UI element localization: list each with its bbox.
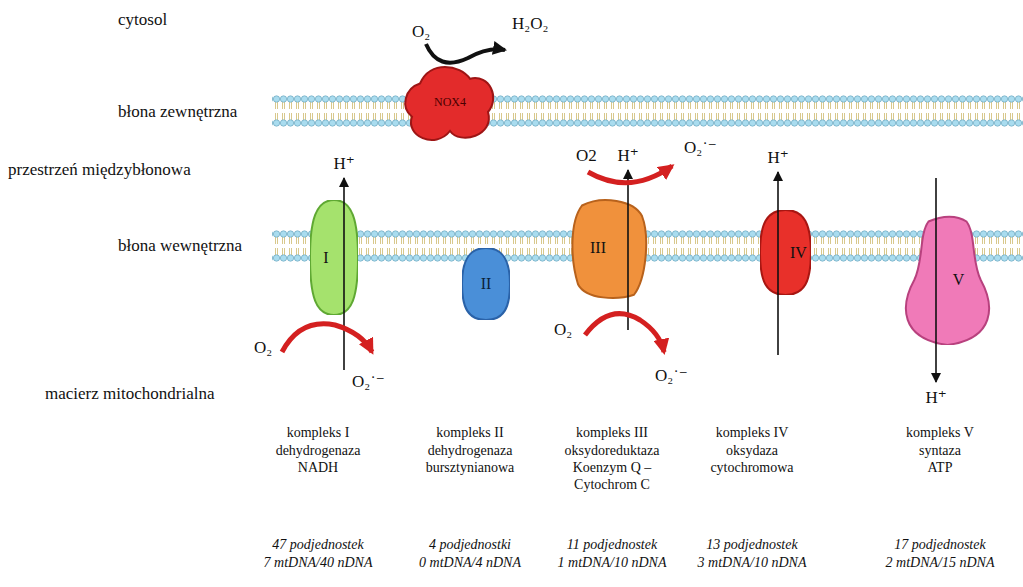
genome-origin: 2 mtDNA/15 nDNA: [875, 555, 1005, 572]
nox4-enzyme: NOX4: [400, 55, 500, 150]
protein-shape: [900, 215, 995, 345]
subunit-count: 47 podjednostek: [253, 537, 383, 554]
superoxide-arrow: [588, 166, 672, 183]
complex-v: V: [900, 215, 995, 345]
molecule-label: O₂: [554, 320, 572, 340]
protein-label: II: [481, 275, 492, 293]
complex-name: syntaza ATP: [909, 443, 971, 477]
proton-arrow: [343, 178, 345, 370]
proton-label: H⁺: [921, 388, 951, 408]
genome-origin: 3 mtDNA/10 nDNA: [687, 555, 817, 572]
protein-label: V: [953, 271, 965, 289]
protein-label: NOX4: [434, 95, 466, 110]
compartment-label: przestrzeń międzybłonowa: [8, 160, 191, 180]
compartment-label: cytosol: [118, 10, 167, 30]
molecule-label: H₂O₂: [512, 14, 548, 34]
superoxide-arrow: [282, 324, 372, 352]
complex-name: dehydrogenaza bursztynianowa: [414, 443, 526, 477]
proton-arrow: [777, 172, 779, 355]
subunit-count: 4 podjednostki: [405, 537, 535, 554]
proton-arrow: [935, 178, 937, 382]
complex-number: kompleks IV: [687, 425, 817, 442]
proton-label: H⁺: [329, 154, 359, 174]
complex-number: kompleks V: [875, 425, 1005, 442]
genome-origin: 0 mtDNA/4 nDNA: [405, 555, 535, 572]
complex-iii: III: [570, 195, 650, 300]
inner-membrane: [272, 230, 1023, 262]
complex-name: oksydoreduktaza Koenzym Q – Cytochrom C: [556, 443, 668, 493]
molecule-label: O₂˙⁻: [352, 372, 385, 392]
proton-arrow: [627, 170, 629, 330]
subunit-count: 13 podjednostek: [687, 537, 817, 554]
compartment-label: błona wewnętrzna: [118, 236, 242, 256]
complex-ii: II: [462, 248, 510, 320]
protein-label: III: [590, 239, 606, 257]
molecule-label: O2: [576, 146, 597, 166]
molecule-label: O₂: [412, 22, 430, 42]
subunit-count: 11 podjednostek: [547, 537, 677, 554]
complex-number: kompleks I: [253, 425, 383, 442]
complex-number: kompleks III: [547, 425, 677, 442]
superoxide-arrow: [585, 314, 664, 352]
genome-origin: 1 mtDNA/10 nDNA: [547, 555, 677, 572]
molecule-label: O₂˙⁻: [684, 138, 717, 158]
proton-label: H⁺: [613, 146, 643, 166]
compartment-label: macierz mitochondrialna: [45, 384, 214, 404]
nox4-arrow: [426, 44, 505, 63]
complex-i: I: [310, 200, 358, 315]
subunit-count: 17 podjednostek: [875, 537, 1005, 554]
complex-number: kompleks II: [405, 425, 535, 442]
proton-label: H⁺: [763, 148, 793, 168]
outer-membrane: [272, 95, 1023, 127]
compartment-label: błona zewnętrzna: [118, 102, 237, 122]
complex-name: oksydaza cytochromowa: [702, 443, 802, 477]
protein-shape: [570, 195, 650, 300]
complex-iv: IV: [760, 210, 811, 295]
molecule-label: O₂˙⁻: [655, 366, 688, 386]
protein-label: IV: [790, 244, 807, 262]
protein-label: I: [323, 249, 328, 267]
molecule-label: O₂: [254, 338, 272, 358]
complex-name: dehydrogenaza NADH: [268, 443, 368, 477]
genome-origin: 7 mtDNA/40 nDNA: [253, 555, 383, 572]
protein-shape: [310, 200, 358, 315]
